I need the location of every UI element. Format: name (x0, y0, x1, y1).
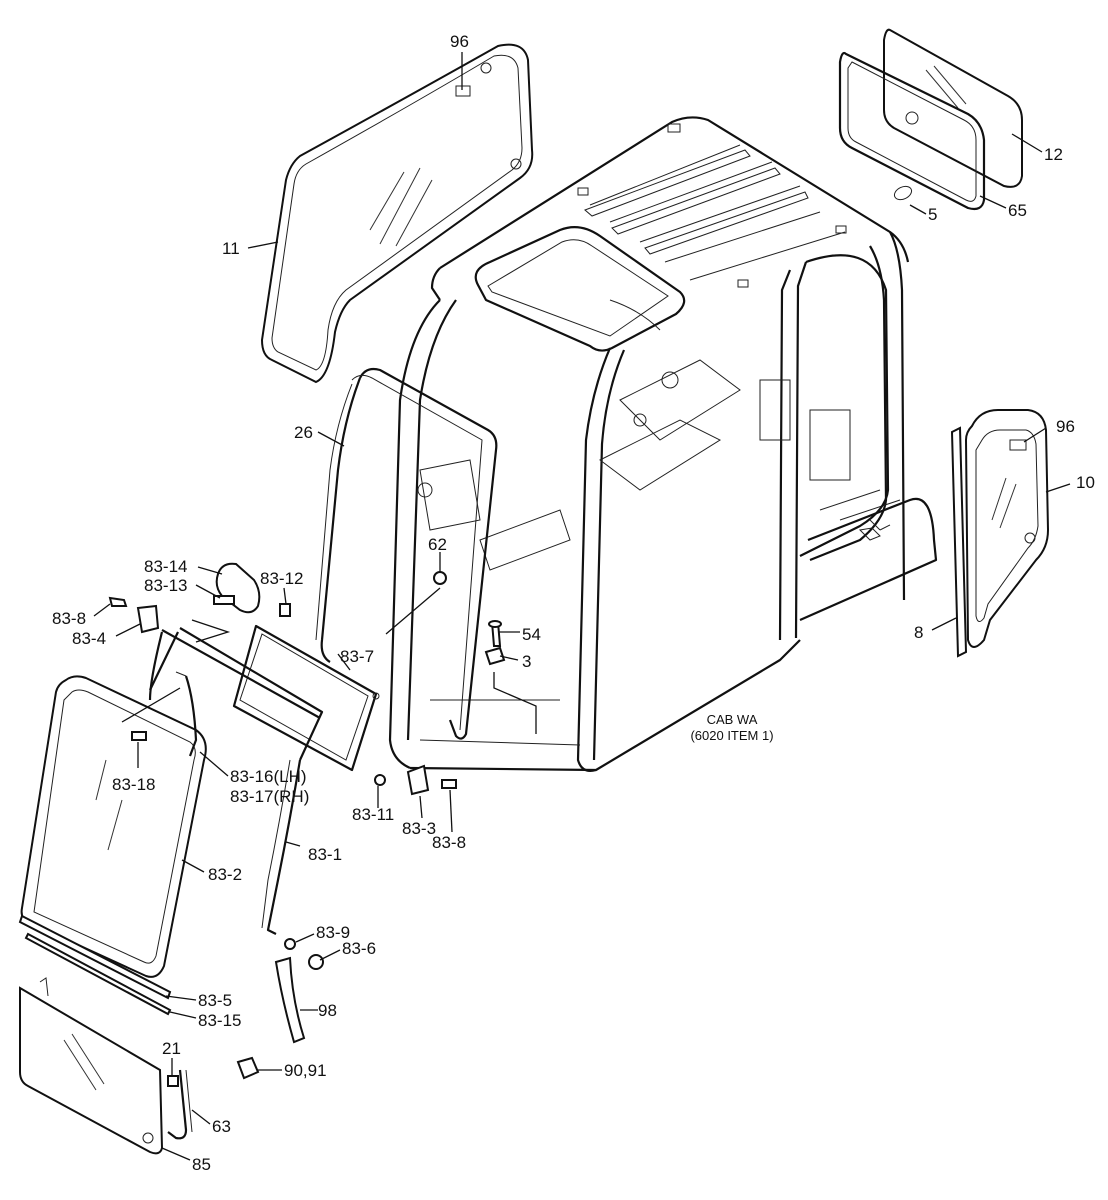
callout-83-3: 83-3 (402, 819, 436, 838)
callout-83-11: 83-11 (352, 805, 394, 824)
callout-83-17: 83-17(RH) (230, 787, 309, 806)
front-upper-glass-11 (260, 43, 534, 384)
glass-strip-83-15 (24, 932, 172, 1016)
callout-83-14: 83-14 (144, 557, 187, 576)
seal-strip-63 (167, 1069, 193, 1140)
cab-note-line1: CAB WA (707, 712, 758, 727)
cab-frame (388, 116, 938, 772)
callout-26: 26 (294, 423, 313, 442)
front-window-seal-26 (315, 367, 498, 740)
callout-83-18: 83-18 (112, 775, 155, 794)
callout-62: 62 (428, 535, 447, 554)
block-21 (167, 1075, 179, 1087)
callout-63: 63 (212, 1117, 231, 1136)
callout-83-6: 83-6 (342, 939, 376, 958)
callout-96-right: 96 (1056, 417, 1075, 436)
cab-note-line2: (6020 ITEM 1) (690, 728, 773, 743)
callout-83-8-left: 83-8 (52, 609, 86, 628)
callout-83-2: 83-2 (208, 865, 242, 884)
callout-21: 21 (162, 1039, 181, 1058)
callout-98: 98 (318, 1001, 337, 1020)
side-glass-10 (964, 409, 1050, 648)
callout-12: 12 (1044, 145, 1063, 164)
strip-98 (274, 956, 306, 1044)
cab-note: CAB WA (6020 ITEM 1) (690, 712, 773, 743)
callout-83-8-right: 83-8 (432, 833, 466, 852)
callout-83-16: 83-16(LH) (230, 767, 307, 786)
lower-glass-85 (19, 977, 164, 1155)
side-glass-seal-8 (950, 426, 968, 658)
callout-5: 5 (928, 205, 937, 224)
callout-83-1: 83-1 (308, 845, 342, 864)
window-seal-65 (838, 51, 986, 211)
callout-65: 65 (1008, 201, 1027, 220)
door-glass-83-2 (20, 675, 207, 978)
callout-96-top: 96 (450, 32, 469, 51)
callout-83-12: 83-12 (260, 569, 303, 588)
callout-10: 10 (1076, 473, 1095, 492)
door-frame-83-7 (148, 624, 380, 772)
o-ring-5 (893, 185, 913, 201)
callout-83-13: 83-13 (144, 576, 187, 595)
callout-8: 8 (914, 623, 923, 642)
glass-strip-83-5 (18, 914, 172, 1000)
callout-85: 85 (192, 1155, 211, 1174)
hardware-parts (108, 562, 506, 1080)
callout-83-15: 83-15 (198, 1011, 241, 1030)
roof-window-12 (883, 28, 1023, 188)
door-seal-83-1 (261, 759, 302, 935)
leader-lines (93, 52, 1071, 1161)
callout-83-4: 83-4 (72, 629, 106, 648)
callout-83-7: 83-7 (340, 647, 374, 666)
callout-3: 3 (522, 652, 531, 671)
callout-labels: 96 11 12 5 65 26 96 10 8 62 54 3 83-14 8… (52, 32, 1095, 1174)
callout-90-91: 90,91 (284, 1061, 327, 1080)
callout-54: 54 (522, 625, 541, 644)
callout-83-5: 83-5 (198, 991, 232, 1010)
callout-11: 11 (222, 239, 240, 258)
callout-83-9: 83-9 (316, 923, 350, 942)
